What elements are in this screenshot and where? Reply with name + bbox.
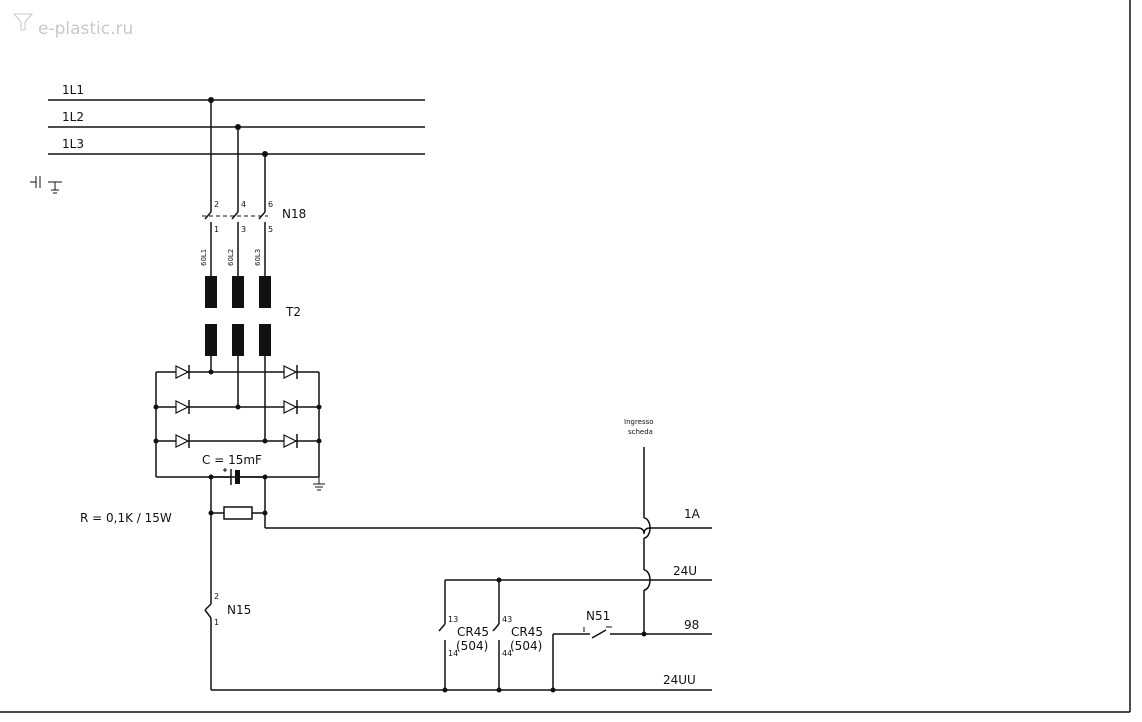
left-rail [204,477,640,691]
switch-n51: N51 [552,609,644,690]
page-border [0,0,1131,713]
contact-2-label-line2: (504) [510,639,542,653]
breaker-terminal-2: 2 [214,200,219,209]
contact-cr45-43-44: 43 44 CR45 (504) [492,580,543,690]
switch-n15-terminal-1: 1 [214,618,219,627]
diode-icon [175,434,190,448]
transformer-label: T2 [285,305,301,319]
phase-label-1l3: 1L3 [62,137,84,151]
contact-2-label-line1: CR45 [511,625,543,639]
contact-2-terminal-43: 43 [502,615,512,624]
transformer-feed-wires: 60L1 60L2 60L3 [200,236,266,276]
capacitor-c: C = 15mF [202,453,268,485]
contact-1-terminal-13: 13 [448,615,458,624]
rail-24u [445,577,712,583]
line-label-1a: 1A [684,507,701,521]
switch-n15-terminal-2: 2 [214,592,219,601]
switch-n15-label: N15 [227,603,251,617]
phase-label-1l2: 1L2 [62,110,84,124]
diode-icon [283,434,298,448]
phase-drops [208,97,268,212]
diode-icon [175,365,190,379]
wire-label-60l3: 60L3 [254,249,262,266]
rail-1a [264,477,712,535]
contact-1-label-line1: CR45 [457,625,489,639]
diode-icon [175,400,190,414]
phase-label-1l1: 1L1 [62,83,84,97]
diode-icon [283,365,298,379]
breaker-terminal-3: 3 [241,225,246,234]
line-label-24uu: 24UU [663,673,696,687]
breaker-terminal-1: 1 [214,225,219,234]
line-label-98: 98 [684,618,699,632]
contact-1-label-line2: (504) [456,639,488,653]
transformer-t2: T2 [205,276,301,356]
contact-cr45-13-14: 13 14 CR45 (504) [438,580,489,690]
breaker-terminal-4: 4 [241,200,246,209]
line-label-24u: 24U [673,564,697,578]
ground-symbol-icon [30,176,62,194]
wire-label-60l2: 60L2 [227,249,235,266]
ground-symbol-icon [313,477,325,491]
breaker-terminal-5: 5 [268,225,273,234]
watermark-text: e-plastic.ru [38,19,133,39]
resistor-r: R = 0,1K / 15W [80,506,268,525]
diode-icon [283,400,298,414]
phase-bus: 1L1 1L2 1L3 [48,83,425,155]
wire-label-60l1: 60L1 [200,249,208,266]
capacitor-label: C = 15mF [202,453,262,467]
input-label-line2: scheda [628,428,653,436]
watermark-logo-icon [12,13,34,31]
breaker-terminal-6: 6 [268,200,273,209]
switch-n51-label: N51 [586,609,610,623]
contact-1-terminal-14: 14 [448,649,458,658]
switch-n15: 2 1 N15 [204,592,251,627]
contact-2-terminal-44: 44 [502,649,512,658]
breaker-label: N18 [282,207,306,221]
input-label-line1: Ingresso [624,418,654,426]
resistor-label: R = 0,1K / 15W [80,511,172,525]
breaker-n18: 2 4 6 1 3 5 N18 [202,200,306,236]
